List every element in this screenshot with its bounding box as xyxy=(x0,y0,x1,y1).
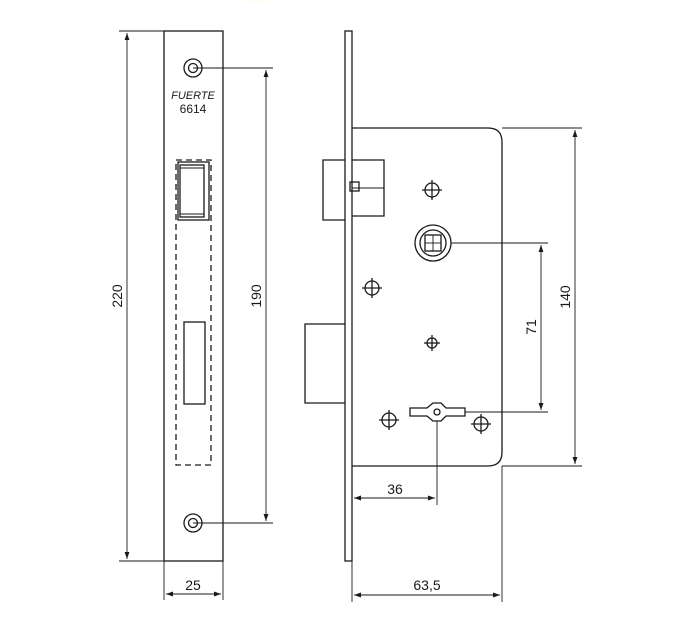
dim-overall-height: 220 xyxy=(109,284,125,308)
top-glow xyxy=(188,0,328,6)
screw-icon-lower-right xyxy=(471,414,491,434)
latch-opening xyxy=(177,161,210,221)
screw-icon-lower-left xyxy=(379,410,399,430)
dim-plate-width: 25 xyxy=(185,577,201,593)
side-view: 140 71 36 63,5 xyxy=(304,30,582,602)
screw-icon-left xyxy=(362,278,382,298)
plate-brand: FUERTE xyxy=(171,90,215,102)
side-faceplate xyxy=(344,30,353,562)
dim-case-height: 140 xyxy=(557,285,573,309)
keyhole-icon xyxy=(409,402,466,422)
hidden-body-outline xyxy=(175,159,212,466)
lock-case xyxy=(352,127,503,467)
deadbolt xyxy=(304,323,345,404)
latch-bolt xyxy=(322,159,345,221)
dim-depth: 63,5 xyxy=(413,577,440,593)
plate-model: 6614 xyxy=(180,102,207,116)
bolt-opening xyxy=(183,321,206,405)
spindle-hole-icon xyxy=(414,224,452,262)
dim-handle-to-key: 71 xyxy=(523,319,539,335)
front-view: FUERTE 6614 220 190 25 xyxy=(109,30,273,600)
screw-icon-upper xyxy=(422,180,442,200)
faceplate xyxy=(163,30,224,562)
dim-backset: 36 xyxy=(387,481,403,497)
dim-screw-spacing: 190 xyxy=(248,284,264,308)
pivot-icon-middle xyxy=(424,335,440,351)
